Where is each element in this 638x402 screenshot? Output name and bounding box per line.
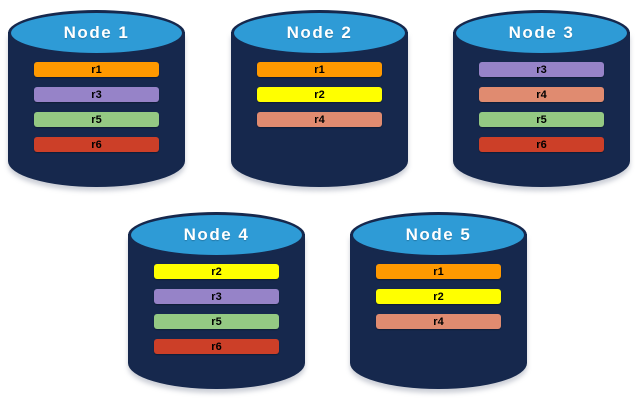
- shard-bar[interactable]: r5: [154, 314, 279, 329]
- node-cylinder[interactable]: Node 2 r1 r2 r4: [231, 10, 408, 190]
- shard-bar[interactable]: r2: [257, 87, 382, 102]
- shard-bar[interactable]: r6: [154, 339, 279, 354]
- node-label: Node 5: [405, 225, 472, 244]
- shard-list: r1 r2 r4: [231, 62, 408, 137]
- shard-bar[interactable]: r4: [257, 112, 382, 127]
- shard-bar[interactable]: r6: [479, 137, 604, 152]
- shard-list: r2 r3 r5 r6: [128, 264, 305, 364]
- node-cylinder[interactable]: Node 4 r2 r3 r5 r6: [128, 212, 305, 392]
- shard-bar[interactable]: r6: [34, 137, 159, 152]
- node-label: Node 3: [508, 23, 575, 42]
- node-label: Node 4: [183, 225, 250, 244]
- cylinder-top-ellipse: [128, 212, 305, 258]
- shard-bar[interactable]: r1: [376, 264, 501, 279]
- shard-bar[interactable]: r2: [376, 289, 501, 304]
- shard-bar[interactable]: r4: [376, 314, 501, 329]
- shard-list: r3 r4 r5 r6: [453, 62, 630, 162]
- shard-bar[interactable]: r1: [34, 62, 159, 77]
- cylinder-body: [231, 32, 408, 187]
- shard-bar[interactable]: r4: [479, 87, 604, 102]
- node-label: Node 1: [63, 23, 130, 42]
- node-cylinder[interactable]: Node 1 r1 r3 r5 r6: [8, 10, 185, 190]
- cylinder-body: [453, 32, 630, 187]
- cylinder-body: [128, 234, 305, 389]
- cylinder-top-ellipse: [350, 212, 527, 258]
- shard-bar[interactable]: r2: [154, 264, 279, 279]
- shard-list: r1 r2 r4: [350, 264, 527, 339]
- node-cylinder[interactable]: Node 5 r1 r2 r4: [350, 212, 527, 392]
- node-label: Node 2: [286, 23, 353, 42]
- cylinder-top-ellipse: [453, 10, 630, 56]
- cylinder-top-ellipse: [231, 10, 408, 56]
- shard-bar[interactable]: r3: [479, 62, 604, 77]
- shard-list: r1 r3 r5 r6: [8, 62, 185, 162]
- shard-bar[interactable]: r3: [154, 289, 279, 304]
- shard-bar[interactable]: r5: [34, 112, 159, 127]
- node-cylinder[interactable]: Node 3 r3 r4 r5 r6: [453, 10, 630, 190]
- cylinder-top-ellipse: [8, 10, 185, 56]
- shard-bar[interactable]: r1: [257, 62, 382, 77]
- shard-bar[interactable]: r5: [479, 112, 604, 127]
- shard-bar[interactable]: r3: [34, 87, 159, 102]
